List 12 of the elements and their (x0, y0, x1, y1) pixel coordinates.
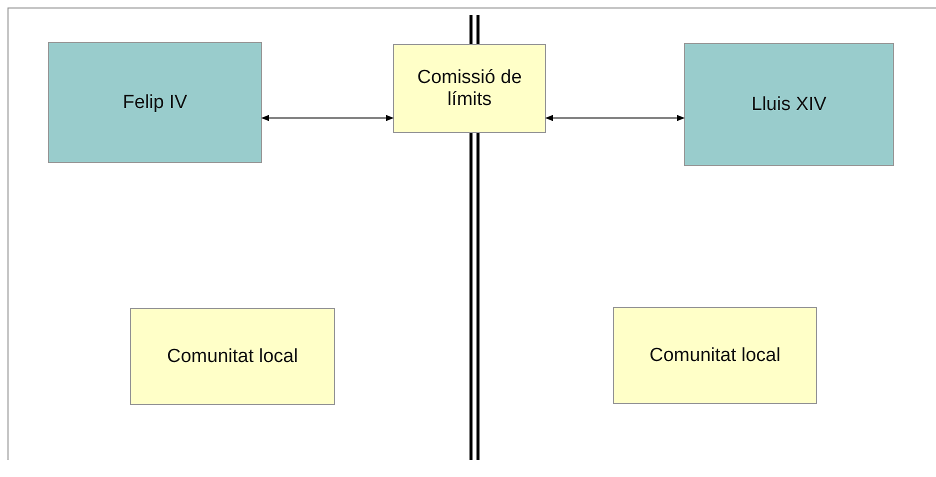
box-label: Lluis XIV (750, 92, 828, 116)
process-box (48, 42, 262, 163)
double-headed-arrow (545, 114, 685, 122)
process-box (684, 43, 894, 166)
box-label: Felip IV (122, 90, 188, 114)
process-box (130, 308, 335, 405)
process-box (613, 307, 817, 404)
process-box (393, 44, 546, 133)
box-label: Comissió de límits (416, 66, 523, 112)
box-label: Comunitat local (166, 344, 299, 368)
double-headed-arrow (261, 114, 394, 122)
box-label: Comunitat local (648, 344, 782, 368)
